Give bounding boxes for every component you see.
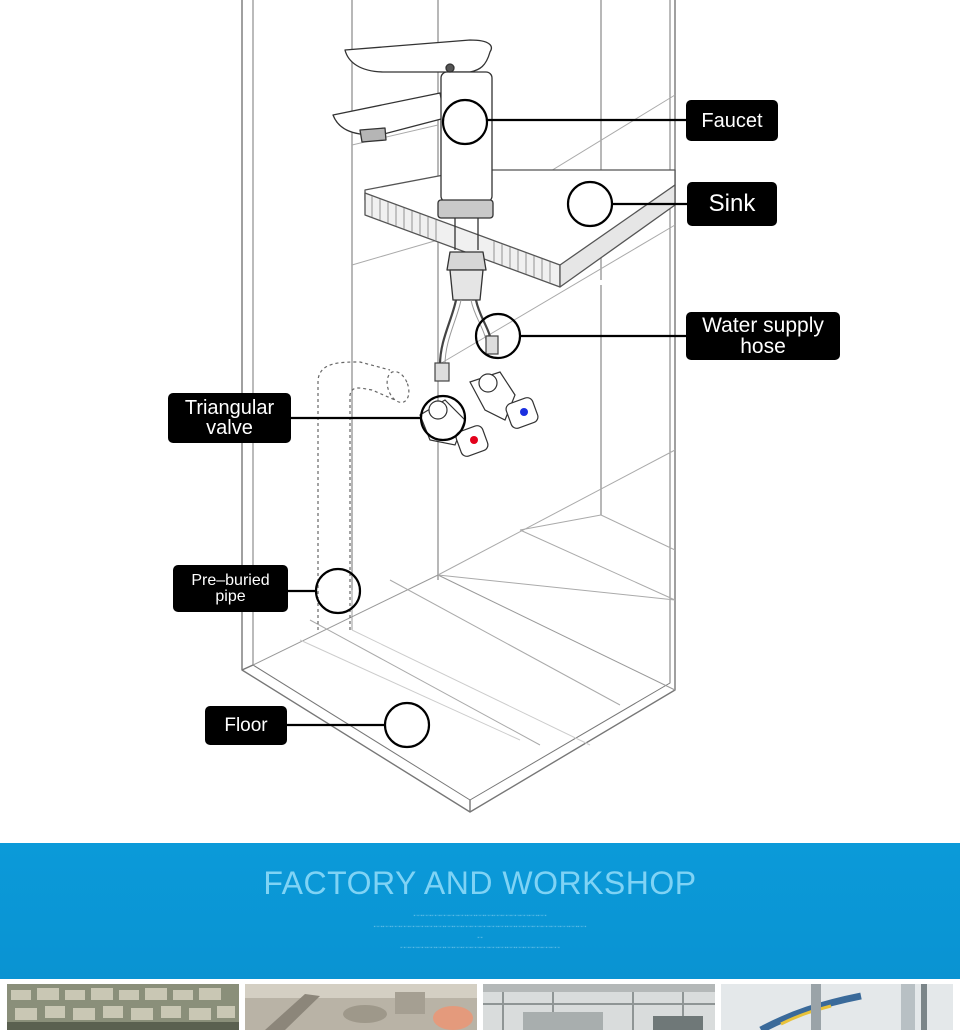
triangular-valve-line1: Triangular: [184, 397, 275, 419]
factory-photo-2: [245, 984, 477, 1030]
factory-photo-1: [7, 984, 239, 1030]
banner-title: FACTORY AND WORKSHOP: [263, 865, 697, 901]
floor-label: Floor: [205, 706, 287, 745]
banner-fine-print-4: ▪▫▪▫▪▪▫▪▫▪▪▫▪▫▪▪▫▪▫▪▪▫▪▫▪▪▫▪▫▪▪▫▪▫▪▪▫▪▫▪…: [400, 945, 560, 951]
sink-label: Sink: [687, 182, 777, 226]
floor-label-text: Floor: [224, 715, 268, 736]
factory-photo-4: [721, 984, 953, 1030]
pre-buried-pipe-label: Pre–buried pipe: [173, 565, 288, 612]
factory-photo-3: [483, 984, 715, 1030]
banner-fine-print-3: ▪▫▪: [477, 935, 483, 941]
installation-diagram: Faucet Sink Water supply hose Triangular…: [168, 0, 840, 813]
factory-photo-4-image: [721, 984, 953, 1030]
sink-label-text: Sink: [708, 190, 756, 217]
banner-fine-print-1: ▪▫▪▫▪▪▫▪▫▪▪▫▪▫▪▪▫▪▫▪▪▫▪▫▪▪▫▪▫▪▪▫▪▫▪▪▫▪▫▪…: [413, 913, 547, 919]
factory-photo-strip: [0, 979, 960, 1030]
water-supply-hose-label: Water supply hose: [686, 312, 840, 360]
factory-photo-2-image: [245, 984, 477, 1030]
factory-banner: FACTORY AND WORKSHOP ▪▫▪▫▪▪▫▪▫▪▪▫▪▫▪▪▫▪▫…: [0, 843, 960, 979]
pre-buried-pipe-line1: Pre–buried: [191, 571, 270, 589]
factory-photo-3-image: [483, 984, 715, 1030]
triangular-valve-line2: valve: [206, 417, 253, 439]
faucet-label: Faucet: [686, 100, 778, 141]
installation-illustration: [241, 0, 688, 813]
faucet-label-text: Faucet: [701, 109, 763, 132]
triangular-valve-label: Triangular valve: [168, 393, 291, 443]
factory-photo-1-image: [7, 984, 239, 1030]
water-supply-hose-line1: Water supply: [702, 314, 824, 337]
banner-fine-print-2: ▪▫▪▫▪▪▫▪▫▪▪▫▪▫▪▪▫▪▫▪▪▫▪▫▪▪▫▪▫▪▪▫▪▫▪▪▫▪▫▪…: [373, 924, 587, 930]
pre-buried-pipe-line2: pipe: [215, 587, 246, 605]
water-supply-hose-line2: hose: [740, 335, 786, 358]
